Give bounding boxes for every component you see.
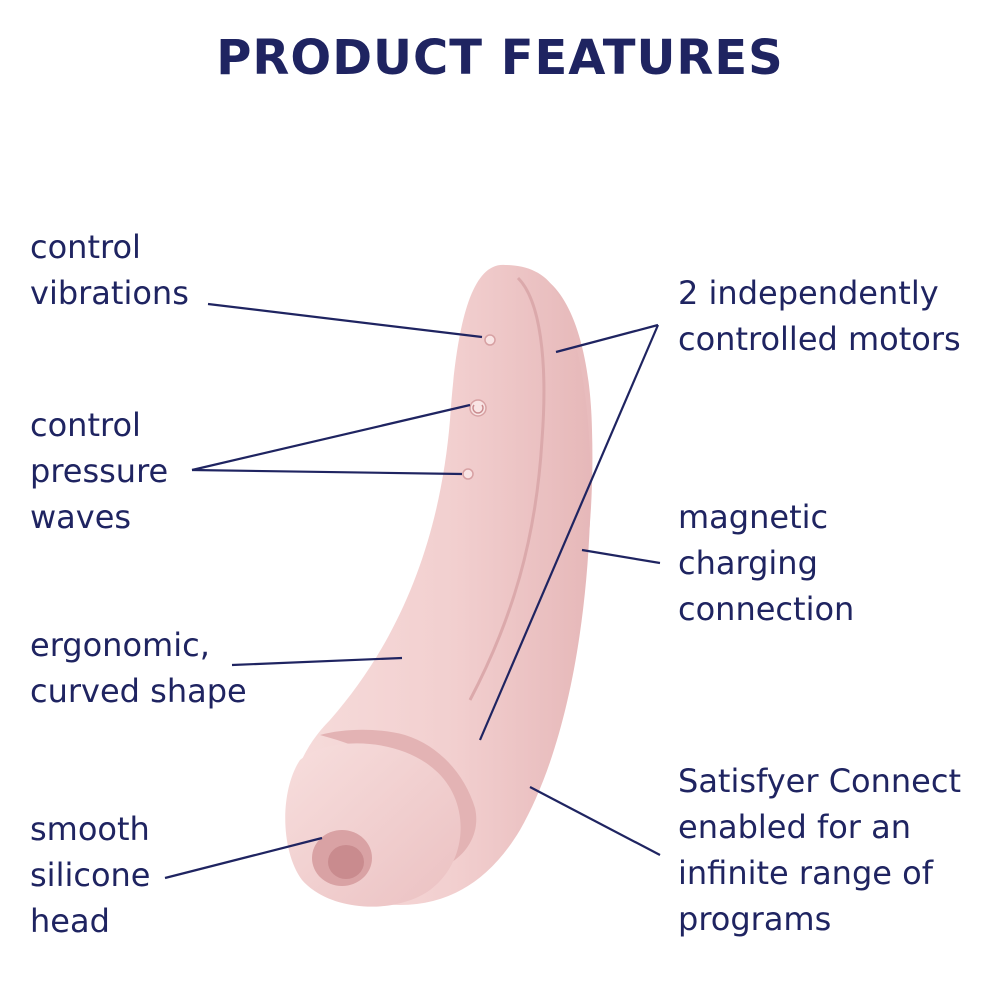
leader-smooth-head bbox=[164, 836, 323, 880]
label-connect-app: Satisfyer Connect enabled for an infinit… bbox=[678, 762, 961, 938]
leader-pressure-button-lower bbox=[191, 468, 463, 476]
vibration-button-icon bbox=[484, 334, 496, 346]
product-head-band bbox=[320, 729, 477, 862]
label-control-vibrations: control vibrations bbox=[30, 228, 189, 312]
label-control-pressure-waves: control pressure waves bbox=[30, 406, 169, 536]
product-ridge bbox=[468, 276, 546, 701]
leader-control-vibrations bbox=[207, 302, 483, 339]
leader-connect-app bbox=[529, 786, 661, 856]
pressure-button-icon bbox=[462, 468, 474, 480]
label-ergonomic-shape: ergonomic, curved shape bbox=[30, 626, 247, 710]
leader-pressure-button-upper bbox=[191, 403, 471, 472]
leader-magnetic-charging bbox=[581, 548, 661, 565]
head-opening-inner bbox=[328, 845, 364, 879]
label-two-motors: 2 independently controlled motors bbox=[678, 274, 961, 358]
leader-ergonomic-shape bbox=[231, 656, 403, 667]
page-title: PRODUCT FEATURES bbox=[216, 30, 784, 86]
label-smooth-head: smooth silicone head bbox=[30, 810, 151, 940]
leader-lines bbox=[164, 302, 661, 880]
power-symbol-icon bbox=[472, 404, 484, 414]
leader-motor-upper bbox=[555, 323, 659, 354]
leader-motor-lower bbox=[478, 324, 660, 741]
label-magnetic-charging: magnetic charging connection bbox=[678, 498, 855, 628]
